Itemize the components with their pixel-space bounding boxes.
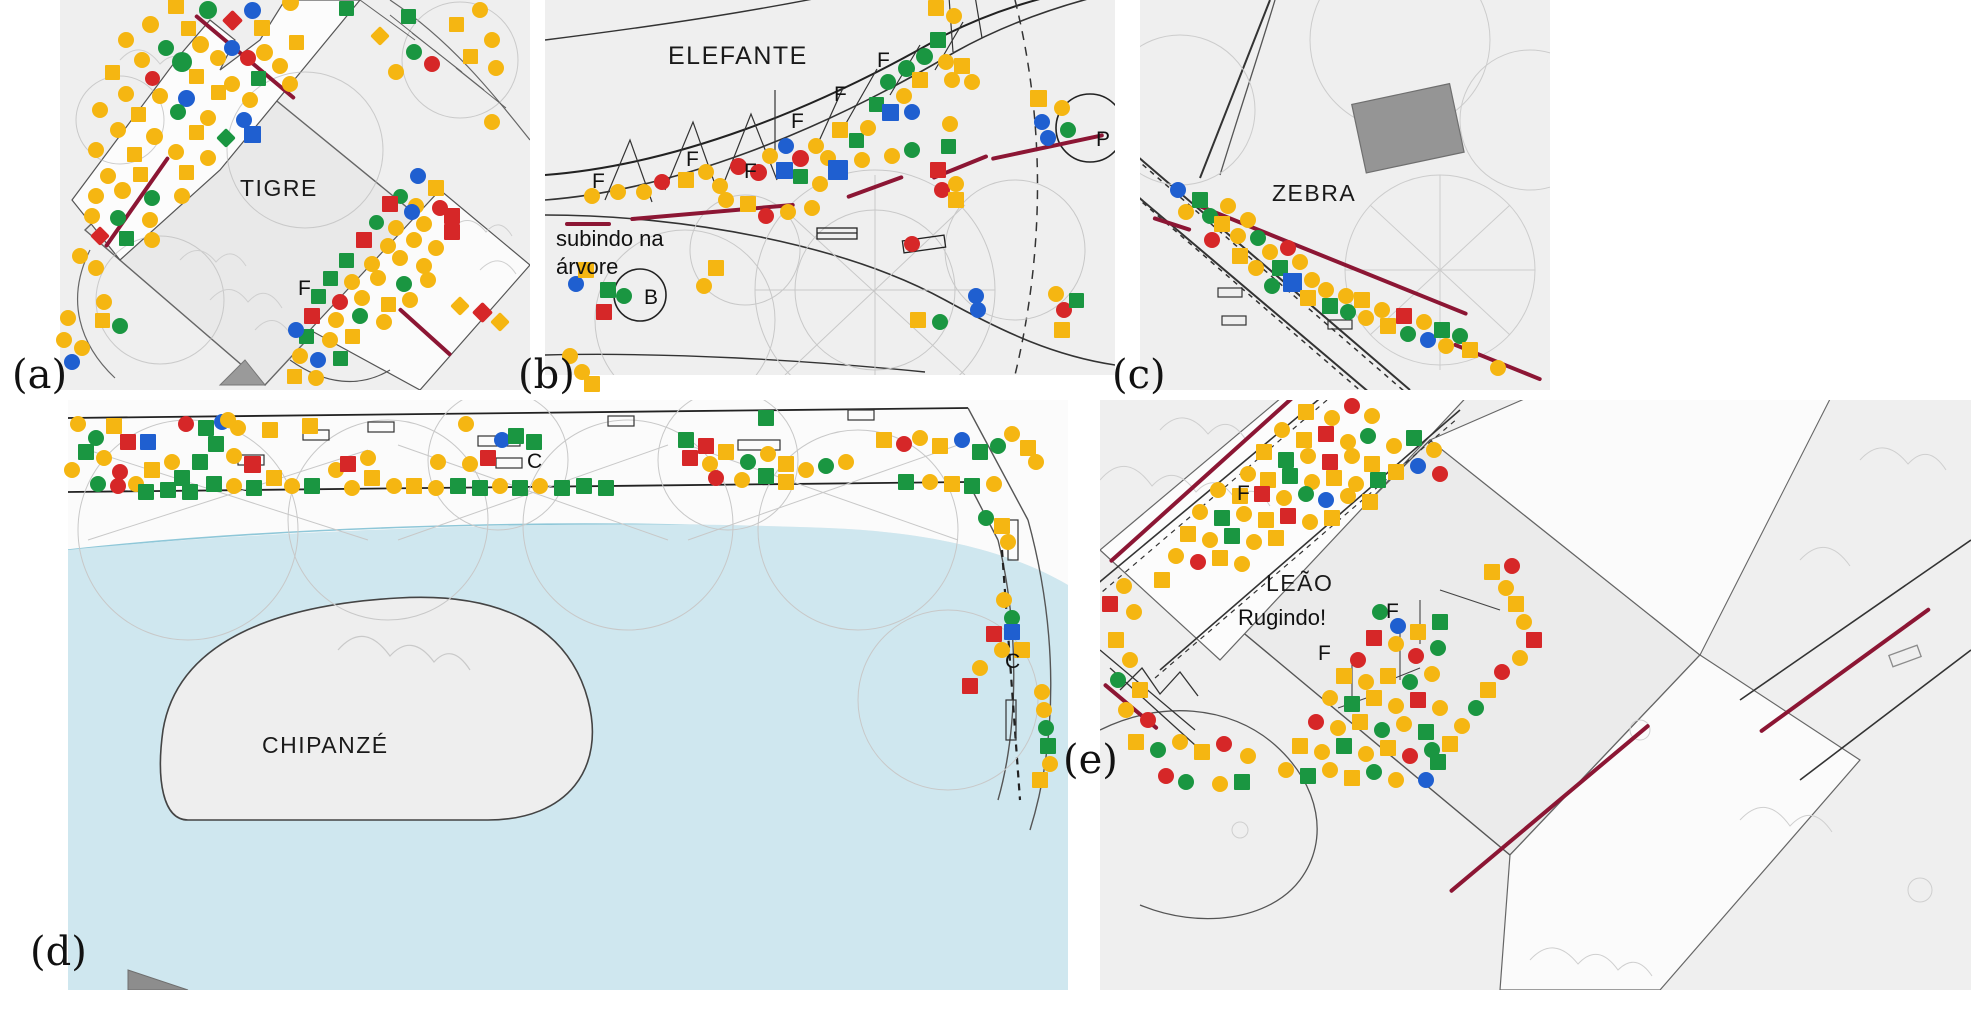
annotation-f-b3: F: [744, 160, 757, 183]
enclosure-label-leao: LEÃO: [1266, 570, 1334, 596]
panel-c-zebra: [1140, 0, 1550, 390]
observation-marker: [584, 376, 600, 392]
annotation-p-label: P: [1096, 128, 1111, 151]
note-rugindo: Rugindo!: [1238, 605, 1327, 630]
panel-e-leao: [1100, 400, 1971, 990]
panel-letter-e: (e): [1063, 737, 1118, 783]
note-arvore: árvore: [556, 254, 619, 279]
annotation-f-e1: F: [1237, 482, 1250, 505]
annotation-f-e2: F: [1386, 600, 1399, 623]
annotation-f-b6: F: [877, 49, 890, 72]
panel-b-elefante: [545, 0, 1115, 375]
enclosure-label-tigre: TIGRE: [240, 175, 318, 201]
panel-letter-c: (c): [1112, 352, 1166, 398]
annotation-f-b2: F: [686, 148, 699, 171]
panel-d-chipanze: [68, 400, 1068, 990]
enclosure-label-zebra: ZEBRA: [1272, 180, 1357, 206]
note-subindo-na: subindo na: [556, 226, 664, 251]
panel-letter-a: (a): [12, 352, 68, 398]
panel-c-basemap: [1140, 0, 1550, 390]
enclosure-label-chipanze: CHIPANZÉ: [262, 732, 389, 758]
annotation-f-b5: F: [834, 83, 847, 106]
panel-d-linework: [68, 400, 1068, 990]
annotation-f-a1: F: [298, 277, 311, 300]
annotation-c-d2: C: [1005, 650, 1021, 673]
annotation-f-b1: F: [592, 170, 605, 193]
annotation-b-label: B: [644, 286, 659, 309]
route-line: [565, 222, 611, 226]
panel-letter-d: (d): [30, 929, 87, 975]
panel-e-linework: [1100, 400, 1971, 990]
annotation-c-d1: C: [527, 450, 543, 473]
annotation-f-e3: F: [1318, 642, 1331, 665]
panel-letter-b: (b): [518, 352, 575, 398]
enclosure-label-elefante: ELEFANTE: [668, 42, 808, 70]
annotation-f-b4: F: [791, 110, 804, 133]
panel-b-linework: [545, 0, 1115, 375]
